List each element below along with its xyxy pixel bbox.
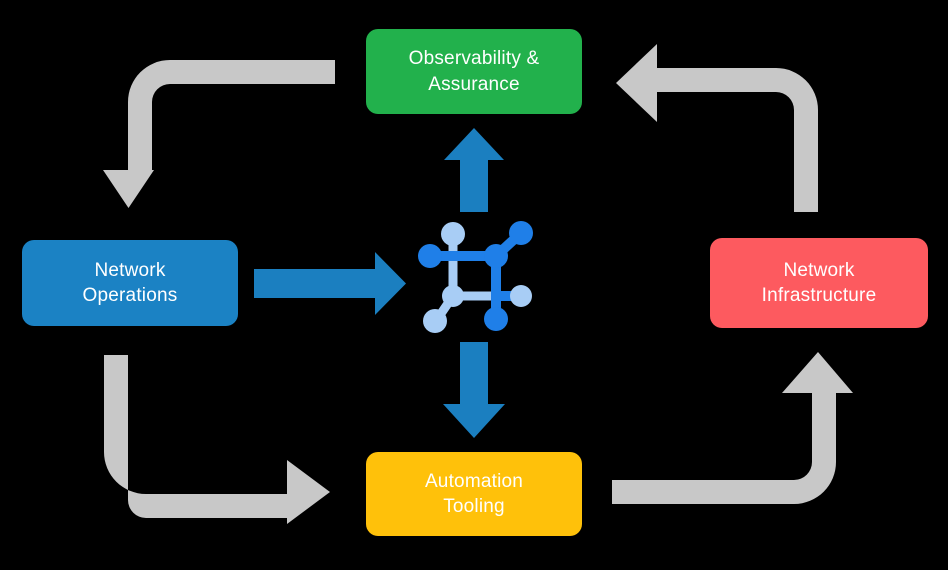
node-observability-assurance[interactable]: Observability & Assurance <box>366 29 582 114</box>
node-label-operations: Network Operations <box>82 259 178 306</box>
network-topology-icon <box>418 221 533 333</box>
gray-elbow-arrow-top-right <box>616 44 818 212</box>
gray-elbow-arrow-top-left <box>103 60 335 208</box>
node-label-observability: Observability & Assurance <box>408 48 540 95</box>
blue-arrow-right <box>254 252 406 315</box>
gray-elbow-arrow-bottom-right <box>612 352 853 504</box>
node-label-infrastructure: Network Infrastructure <box>761 259 877 306</box>
node-automation-tooling[interactable]: Automation Tooling <box>366 452 582 536</box>
gray-elbow-arrow-bottom-left <box>104 355 330 524</box>
node-label-automation: Automation Tooling <box>424 470 524 517</box>
node-network-infrastructure[interactable]: Network Infrastructure <box>710 238 928 328</box>
blue-arrow-up <box>444 128 504 212</box>
blue-arrow-down <box>443 342 505 438</box>
node-network-operations[interactable]: Network Operations <box>22 240 238 326</box>
